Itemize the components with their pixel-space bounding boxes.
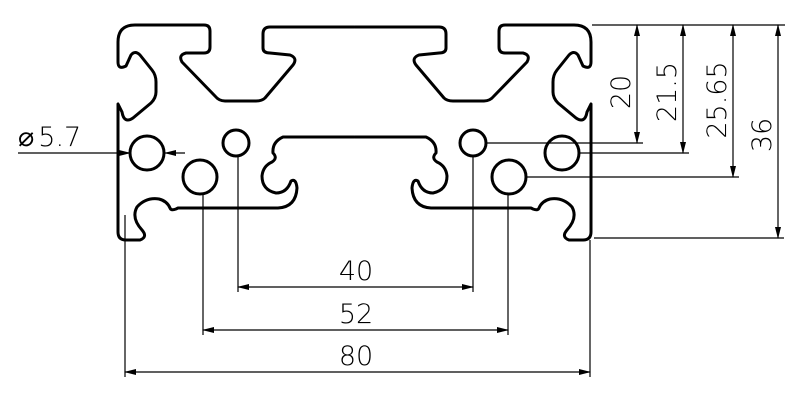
diameter-dimension: ⌀5.7	[18, 122, 185, 156]
hole-left-lower	[181, 158, 219, 196]
dim-20: 20	[606, 75, 637, 109]
dim-52: 52	[339, 299, 373, 330]
hole-right-small	[458, 128, 488, 158]
dim-80: 80	[339, 341, 373, 372]
dim-21-5: 21.5	[652, 62, 683, 122]
diameter-label: ⌀5.7	[18, 122, 81, 153]
hole-left-outer	[128, 134, 166, 172]
hole-right-outer	[543, 134, 581, 172]
dim-25-65: 25.65	[702, 61, 733, 138]
horizontal-dimensions: 40 52 80	[124, 156, 591, 377]
dim-40: 40	[339, 256, 373, 287]
vertical-dimensions: 20 21.5 25.65 36	[487, 24, 785, 239]
hole-right-lower	[490, 158, 528, 196]
profile-outline	[116, 23, 593, 242]
hole-left-small	[221, 128, 251, 158]
profile-outline-left	[116, 23, 356, 242]
dim-36: 36	[747, 118, 778, 152]
